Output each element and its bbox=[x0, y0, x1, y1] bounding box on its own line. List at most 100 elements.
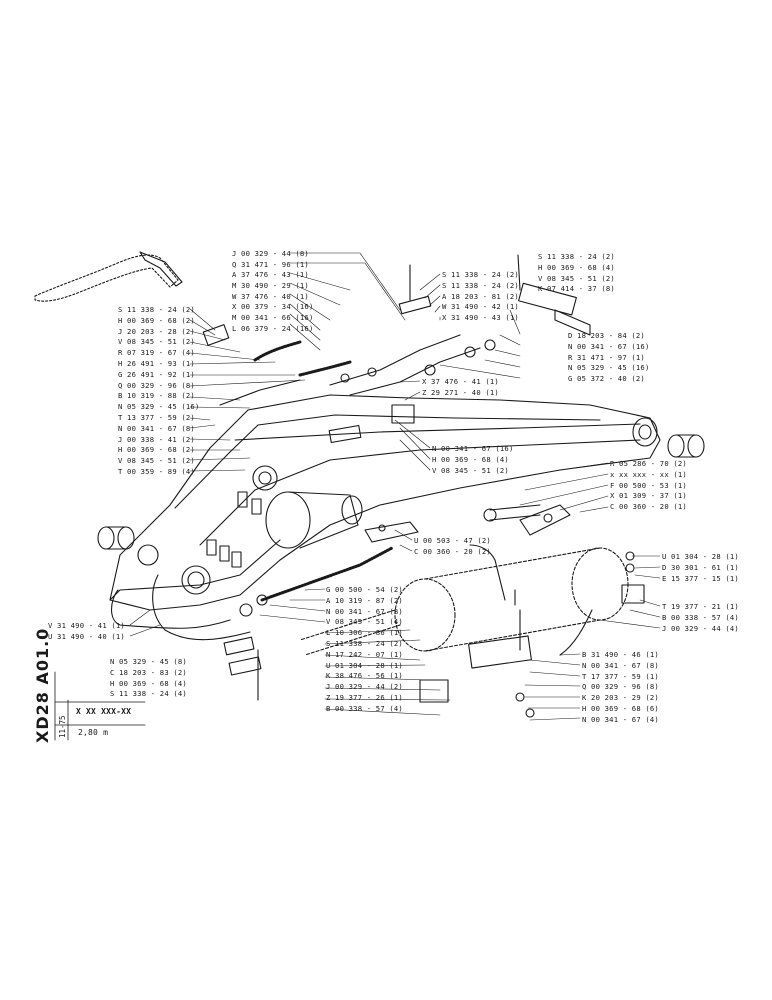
part-label: H 00 369 - 68 (2) bbox=[118, 445, 195, 455]
part-label: J 20 203 - 28 (2) bbox=[118, 326, 195, 336]
part-label: N 00 341 - 67 (8) bbox=[582, 660, 659, 670]
part-label: N 05 329 - 45 (16) bbox=[118, 402, 200, 412]
part-label: Q 31 471 - 96 (1) bbox=[232, 259, 309, 269]
part-label: S 11 338 - 24 (2) bbox=[538, 252, 615, 261]
part-label: L 06 379 - 24 (16) bbox=[232, 323, 314, 333]
part-label: C 18 203 - 83 (2) bbox=[110, 667, 187, 677]
part-label: B 31 490 - 46 (1) bbox=[582, 650, 659, 659]
label-group-right-mid: R 05 286 - 70 (2) x xx xxx - xx (1) F 00… bbox=[610, 459, 687, 511]
part-label: K 07 414 - 37 (8) bbox=[538, 284, 615, 294]
part-label: G 00 500 - 54 (2) bbox=[326, 585, 403, 594]
part-label: N 00 341 - 67 (4) bbox=[582, 714, 659, 724]
label-group-mid-b: X 37 476 - 41 (1) Z 29 271 - 40 (1) bbox=[422, 377, 499, 397]
part-label: V 31 490 - 41 (1) bbox=[48, 621, 125, 630]
part-label: X 01 309 - 37 (1) bbox=[610, 491, 687, 501]
part-label: N 00 341 - 67 (8) bbox=[326, 606, 403, 616]
part-label: N 05 329 - 45 (8) bbox=[110, 657, 187, 666]
part-label: D 18 203 - 84 (2) bbox=[568, 331, 645, 340]
part-label: J 00 338 - 41 (2) bbox=[118, 434, 195, 444]
part-label: N 00 341 - 67 (16) bbox=[568, 341, 650, 351]
part-label: U 01 304 - 28 (1) bbox=[326, 660, 403, 670]
hook-sketch bbox=[34, 251, 183, 302]
part-label: T 00 359 - 89 (4) bbox=[118, 466, 195, 476]
part-label: T 17 377 - 59 (1) bbox=[582, 671, 659, 681]
part-label: U 01 304 - 28 (1) bbox=[662, 552, 739, 561]
part-label: D 30 301 - 61 (1) bbox=[662, 562, 739, 572]
label-group-right-lower2: T 19 377 - 21 (1) B 00 338 - 57 (4) J 00… bbox=[662, 602, 739, 633]
part-label: E 15 377 - 15 (1) bbox=[662, 573, 739, 583]
part-label: V 08 345 - 51 (2) bbox=[432, 465, 509, 475]
part-label: S 11 338 - 24 (2) bbox=[442, 280, 519, 290]
bushing-left bbox=[97, 526, 135, 550]
part-label: Z 29 271 - 40 (1) bbox=[422, 387, 499, 397]
part-label: G 26 491 - 92 (1) bbox=[118, 369, 195, 379]
label-group-mid-c: N 00 341 - 67 (16) H 00 369 - 68 (4) V 0… bbox=[432, 444, 514, 475]
part-label: R 31 471 - 97 (1) bbox=[568, 352, 645, 362]
part-label: C 00 360 - 20 (2) bbox=[414, 546, 491, 556]
part-label: A 18 203 - 81 (2) bbox=[442, 291, 519, 301]
part-label: N 00 341 - 67 (16) bbox=[432, 444, 514, 453]
leader-lines bbox=[129, 252, 661, 721]
part-label: V 08 345 - 51 (4) bbox=[326, 617, 403, 627]
part-label: B 00 338 - 57 (4) bbox=[662, 612, 739, 622]
label-group-right-bottom: B 31 490 - 46 (1) N 00 341 - 67 (8) T 17… bbox=[582, 650, 659, 724]
part-label: S 11 338 - 24 (2) bbox=[118, 305, 195, 314]
part-label: W 31 490 - 42 (1) bbox=[442, 302, 519, 312]
part-label: B 10 319 - 88 (2) bbox=[118, 391, 195, 401]
part-label: W 37 476 - 40 (1) bbox=[232, 291, 309, 301]
part-label: T 19 377 - 21 (1) bbox=[662, 602, 739, 611]
part-label: H 00 369 - 68 (4) bbox=[432, 454, 509, 464]
label-group-mid-d: U 00 503 - 47 (2) C 00 360 - 20 (2) bbox=[414, 536, 491, 556]
title-block bbox=[54, 671, 146, 741]
part-label: X 00 379 - 34 (16) bbox=[232, 302, 314, 312]
part-label: M 00 341 - 66 (16) bbox=[232, 313, 314, 323]
drawing-number: XD28 A01.0 bbox=[33, 627, 52, 743]
part-label: B 00 338 - 57 (4) bbox=[326, 703, 403, 713]
part-label: J 00 329 - 44 (2) bbox=[326, 682, 403, 692]
label-group-left-bottom: N 05 329 - 45 (8) C 18 203 - 83 (2) H 00… bbox=[110, 657, 187, 698]
part-label: Q 00 329 - 96 (8) bbox=[582, 682, 659, 692]
boom-length: 2,80 m bbox=[78, 728, 109, 737]
part-label: H 00 369 - 68 (4) bbox=[110, 678, 187, 688]
part-label: A 10 319 - 87 (2) bbox=[326, 595, 403, 605]
bushing-right bbox=[667, 434, 705, 458]
part-label: V 08 345 - 51 (2) bbox=[118, 456, 195, 466]
boom-outline bbox=[109, 394, 661, 611]
part-label: A 37 476 - 43 (1) bbox=[232, 270, 309, 280]
part-label: M 30 490 - 29 (1) bbox=[232, 281, 309, 291]
part-label: R 07 319 - 67 (4) bbox=[118, 348, 195, 358]
part-label: F 00 500 - 53 (1) bbox=[610, 480, 687, 490]
part-label: Q 00 329 - 96 (8) bbox=[118, 380, 195, 390]
label-group-top-right: S 11 338 - 24 (2) H 00 369 - 68 (4) V 08… bbox=[538, 252, 615, 293]
part-label: S 11 338 - 24 (4) bbox=[110, 689, 187, 699]
part-label: J 00 329 - 44 (4) bbox=[662, 623, 739, 633]
part-label: R 05 286 - 70 (2) bbox=[610, 459, 687, 468]
part-label: J 00 329 - 44 (8) bbox=[232, 249, 309, 258]
part-label: L 10 306 - 86 (1) bbox=[326, 628, 403, 638]
part-label: H 26 491 - 93 (1) bbox=[118, 358, 195, 368]
fittings bbox=[202, 254, 645, 718]
hydraulic-hoses bbox=[110, 334, 593, 656]
part-label: U 00 503 - 47 (2) bbox=[414, 536, 491, 545]
label-group-right-lower: U 01 304 - 28 (1) D 30 301 - 61 (1) E 15… bbox=[662, 552, 739, 583]
part-label: S 11 338 - 24 (2) bbox=[326, 638, 403, 648]
part-label: H 00 369 - 68 (6) bbox=[582, 703, 659, 713]
part-label: Z 19 377 - 26 (1) bbox=[326, 692, 403, 702]
part-label: H 00 369 - 68 (4) bbox=[538, 262, 615, 272]
part-label: H 00 369 - 68 (2) bbox=[118, 315, 195, 325]
part-number: X XX XXX-XX bbox=[76, 707, 132, 716]
part-label: G 05 372 - 40 (2) bbox=[568, 374, 645, 384]
drawing-date: 11-75 bbox=[58, 715, 67, 738]
label-group-right: D 18 203 - 84 (2) N 00 341 - 67 (16) R 3… bbox=[568, 331, 650, 383]
part-label: T 13 377 - 59 (2) bbox=[118, 412, 195, 422]
part-label: X 31 490 - 43 (1) bbox=[442, 313, 519, 323]
piston-rod bbox=[364, 504, 571, 543]
part-label: S 11 338 - 24 (2) bbox=[442, 270, 519, 279]
part-label: V 08 345 - 51 (2) bbox=[118, 337, 195, 347]
part-label: N 00 341 - 67 (8) bbox=[118, 423, 195, 433]
part-label: X 37 476 - 41 (1) bbox=[422, 377, 499, 386]
label-group-mid-a: S 11 338 - 24 (2) S 11 338 - 24 (2) A 18… bbox=[442, 270, 519, 322]
part-label: U 31 490 - 40 (1) bbox=[48, 631, 125, 641]
